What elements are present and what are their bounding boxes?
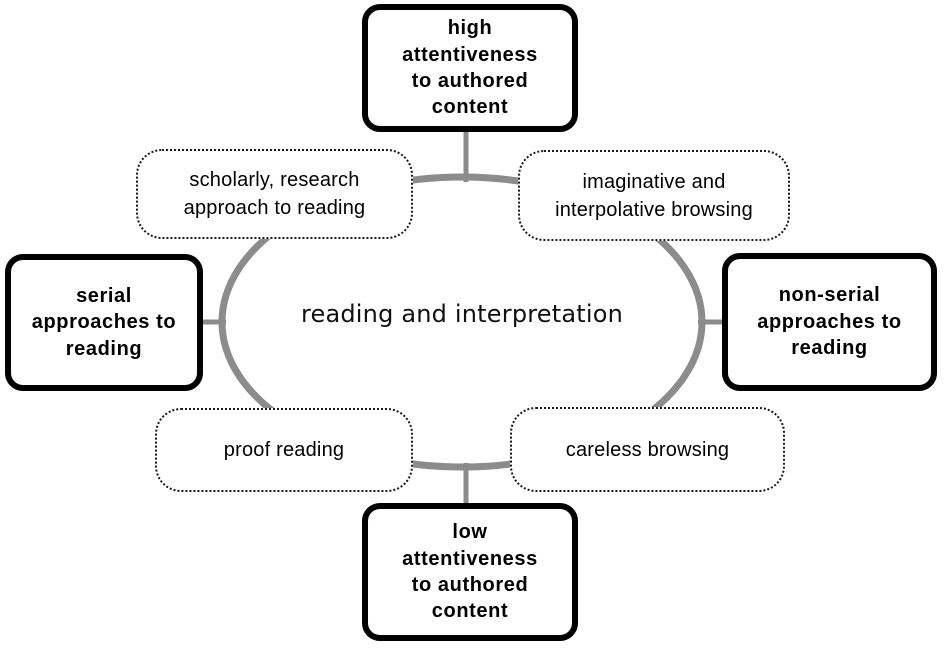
quadrant-node-careless-browsing[interactable]: careless browsing [510, 407, 785, 492]
pole-node-low-attentiveness[interactable]: low attentiveness to authored content [362, 503, 578, 641]
pole-node-high-attentiveness[interactable]: high attentiveness to authored content [362, 4, 578, 132]
pole-node-bottom-label: low attentiveness to authored content [402, 521, 538, 623]
quadrant-node-bottom-left-label: proof reading [223, 439, 345, 461]
center-caption: reading and interpretation [300, 300, 624, 328]
quadrant-node-top-right-label: imaginative and interpolative browsing [555, 170, 753, 221]
quadrant-node-top-left-label: scholarly, research approach to reading [183, 169, 366, 219]
pole-node-right-label: non-serial approaches to reading [757, 284, 902, 360]
pole-node-serial-approaches[interactable]: serial approaches to reading [5, 254, 203, 391]
quadrant-node-scholarly-research[interactable]: scholarly, research approach to reading [136, 149, 413, 239]
quadrant-node-imaginative-browsing[interactable]: imaginative and interpolative browsing [518, 150, 790, 241]
pole-node-non-serial-approaches[interactable]: non-serial approaches to reading [722, 253, 937, 391]
quadrant-node-proof-reading[interactable]: proof reading [155, 408, 413, 492]
pole-node-top-label: high attentiveness to authored content [402, 17, 538, 119]
pole-node-left-label: serial approaches to reading [31, 284, 177, 360]
quadrant-node-bottom-right-label: careless browsing [565, 438, 730, 461]
